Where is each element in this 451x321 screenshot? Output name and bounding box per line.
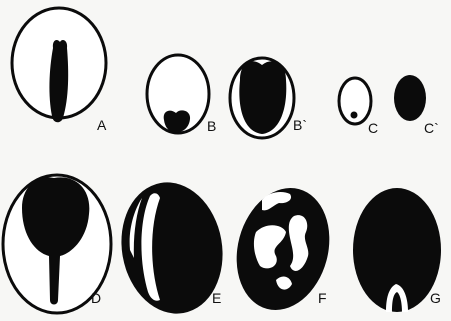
panel-e-label: E <box>212 290 221 306</box>
panel-c-prime-shape <box>394 75 426 121</box>
panel-g: G <box>353 188 441 312</box>
panel-b-prime-label: B` <box>293 117 307 133</box>
panel-b-prime: B` <box>230 58 307 138</box>
panel-g-shape <box>353 188 441 312</box>
panel-g-label: G <box>430 290 441 306</box>
panel-b: B <box>147 55 216 134</box>
panel-f-label: F <box>318 290 327 306</box>
panel-a: A <box>12 8 107 133</box>
panel-c-label: C <box>368 120 378 136</box>
panel-c-prime-label: C` <box>424 120 439 136</box>
panel-c-dot <box>351 112 358 119</box>
panel-c-prime: C` <box>394 75 439 136</box>
panel-f: F <box>223 177 342 320</box>
panel-b-label: B <box>207 118 216 134</box>
panel-e: E <box>111 174 232 321</box>
panel-c: C <box>339 78 378 136</box>
panel-d: D <box>3 175 111 313</box>
panel-d-label: D <box>91 290 101 306</box>
panel-a-label: A <box>97 117 107 133</box>
